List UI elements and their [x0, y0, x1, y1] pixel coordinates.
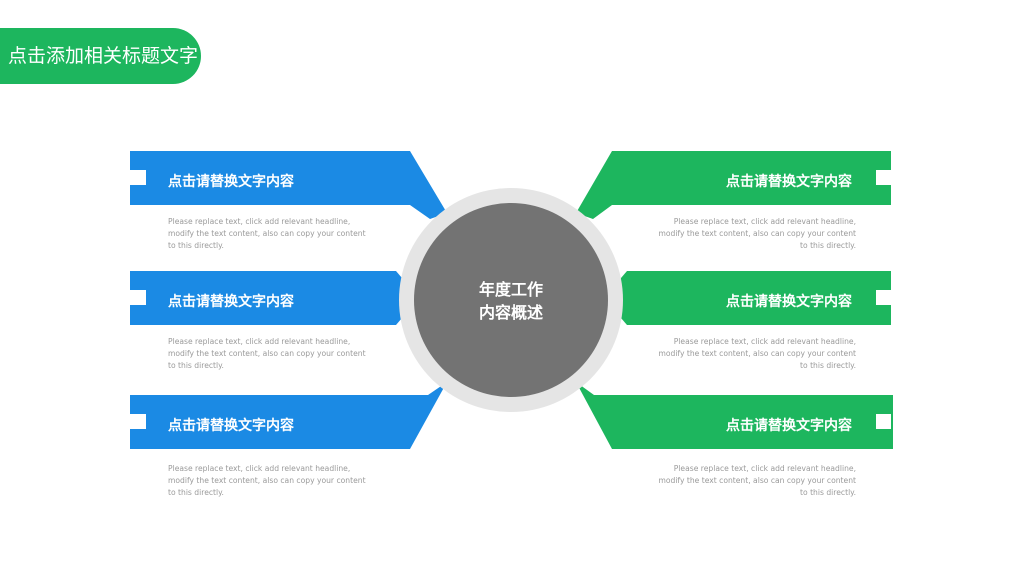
left-item-1-desc: Please replace text, click add relevant …	[168, 217, 366, 250]
title-banner: 点击添加相关标题文字	[0, 28, 201, 84]
left-item-3-desc: Please replace text, click add relevant …	[168, 464, 366, 497]
left-item-3-label: 点击请替换文字内容	[168, 418, 294, 434]
left-notch-2	[130, 290, 146, 305]
right-item-1-label: 点击请替换文字内容	[726, 174, 852, 190]
right-banner-3	[576, 382, 893, 449]
hub-line-1: 年度工作	[478, 280, 543, 299]
right-item-2-desc: Please replace text, click add relevant …	[658, 337, 856, 370]
right-item-3-label: 点击请替换文字内容	[726, 418, 852, 434]
left-banner-2	[130, 271, 402, 325]
left-notch-1	[130, 170, 146, 185]
right-notch-1	[876, 170, 891, 185]
right-item-2-label: 点击请替换文字内容	[726, 294, 852, 310]
hub-text: 年度工作 内容概述	[414, 278, 608, 324]
right-banner-2	[621, 271, 891, 325]
hub-line-2: 内容概述	[478, 303, 543, 322]
left-item-1-label: 点击请替换文字内容	[168, 174, 294, 190]
left-item-2-desc: Please replace text, click add relevant …	[168, 337, 366, 370]
right-banner-1	[576, 151, 891, 219]
right-notch-2	[876, 290, 891, 305]
right-item-1-desc: Please replace text, click add relevant …	[658, 217, 856, 250]
left-notch-3	[130, 414, 146, 429]
left-item-2-label: 点击请替换文字内容	[168, 294, 294, 310]
right-item-3-desc: Please replace text, click add relevant …	[658, 464, 856, 497]
hub-circle	[414, 203, 608, 397]
left-banner-1	[130, 151, 447, 219]
right-notch-3	[876, 414, 891, 429]
page-title: 点击添加相关标题文字	[8, 45, 199, 67]
left-banner-3	[130, 382, 447, 449]
